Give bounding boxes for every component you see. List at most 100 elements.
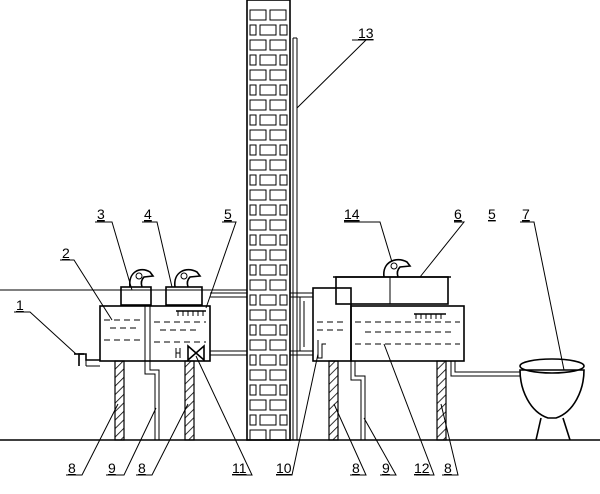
brick: [249, 54, 257, 66]
brick: [249, 309, 267, 321]
label-5-left: 5: [224, 206, 232, 222]
brick: [249, 204, 257, 216]
label-4: 4: [144, 206, 152, 222]
brick: [279, 264, 288, 276]
brick: [249, 99, 267, 111]
float-valve-14: [383, 258, 412, 278]
label-8a: 8: [68, 460, 76, 476]
vent-pipe: [292, 37, 298, 440]
brick: [269, 429, 287, 441]
label-11: 11: [232, 460, 247, 476]
brick: [269, 339, 287, 351]
brick: [269, 399, 287, 411]
brick: [249, 159, 267, 171]
toilet: [519, 358, 585, 441]
float-valve-4: [165, 268, 203, 306]
brick: [279, 174, 288, 186]
label-5-right: 5: [488, 206, 496, 222]
brick: [249, 399, 267, 411]
brick: [269, 129, 287, 141]
support-right-1: [328, 360, 339, 441]
label-13: 13: [358, 25, 374, 41]
brick: [279, 324, 288, 336]
brick: [249, 129, 267, 141]
label-3: 3: [97, 206, 105, 222]
toilet-feed-pipe: [450, 361, 520, 377]
label-2: 2: [62, 245, 70, 261]
float-valve-3: [120, 268, 155, 306]
brick: [259, 414, 277, 426]
brick: [279, 84, 288, 96]
cistern-box: [333, 276, 451, 305]
brick: [279, 234, 288, 246]
brick: [249, 39, 267, 51]
brick: [249, 189, 267, 201]
brick: [249, 339, 267, 351]
label-1: 1: [16, 297, 24, 313]
brick: [269, 99, 287, 111]
brick: [259, 264, 277, 276]
drain-pipe-right: [350, 361, 366, 440]
brick: [259, 324, 277, 336]
drain-pipe-left: [144, 361, 160, 440]
brick: [249, 279, 267, 291]
brick: [259, 174, 277, 186]
brick: [279, 204, 288, 216]
brick: [259, 144, 277, 156]
brick: [259, 54, 277, 66]
brick: [269, 309, 287, 321]
brick: [269, 69, 287, 81]
label-10: 10: [276, 460, 292, 476]
label-8b: 8: [138, 460, 146, 476]
support-right-2: [436, 360, 447, 441]
brick: [279, 354, 288, 366]
brick: [259, 234, 277, 246]
brick: [279, 114, 288, 126]
left-water-tank: [0, 289, 247, 362]
brick: [249, 114, 257, 126]
valve: [175, 344, 205, 362]
support-left-2: [184, 360, 195, 441]
brick: [249, 294, 257, 306]
brick: [249, 384, 257, 396]
brick: [279, 294, 288, 306]
label-8d: 8: [444, 460, 452, 476]
brick: [279, 384, 288, 396]
brick: [249, 84, 257, 96]
brick: [269, 279, 287, 291]
brick: [269, 189, 287, 201]
brick: [249, 234, 257, 246]
brick: [259, 384, 277, 396]
label-6: 6: [454, 206, 462, 222]
brick: [259, 84, 277, 96]
label-9b: 9: [382, 460, 390, 476]
brick: [249, 174, 257, 186]
brick: [249, 369, 267, 381]
label-12: 12: [414, 460, 430, 476]
brick: [259, 294, 277, 306]
diffuser-right: [414, 313, 446, 319]
brick: [269, 9, 287, 21]
brick: [279, 24, 288, 36]
brick: [279, 144, 288, 156]
brick: [269, 39, 287, 51]
brick: [249, 69, 267, 81]
connecting-pipes: [210, 292, 313, 356]
label-9a: 9: [108, 460, 116, 476]
brick: [279, 54, 288, 66]
brick: [259, 204, 277, 216]
brick: [269, 159, 287, 171]
diffuser-left: [176, 310, 206, 316]
label-7: 7: [522, 206, 530, 222]
brick: [249, 9, 267, 21]
inlet-pipe: [299, 297, 326, 359]
brick: [259, 354, 277, 366]
brick: [249, 219, 267, 231]
brick: [259, 24, 277, 36]
brick: [269, 369, 287, 381]
label-8c: 8: [352, 460, 360, 476]
brick: [249, 429, 267, 441]
brick-wall: [246, 0, 291, 441]
brick: [259, 114, 277, 126]
